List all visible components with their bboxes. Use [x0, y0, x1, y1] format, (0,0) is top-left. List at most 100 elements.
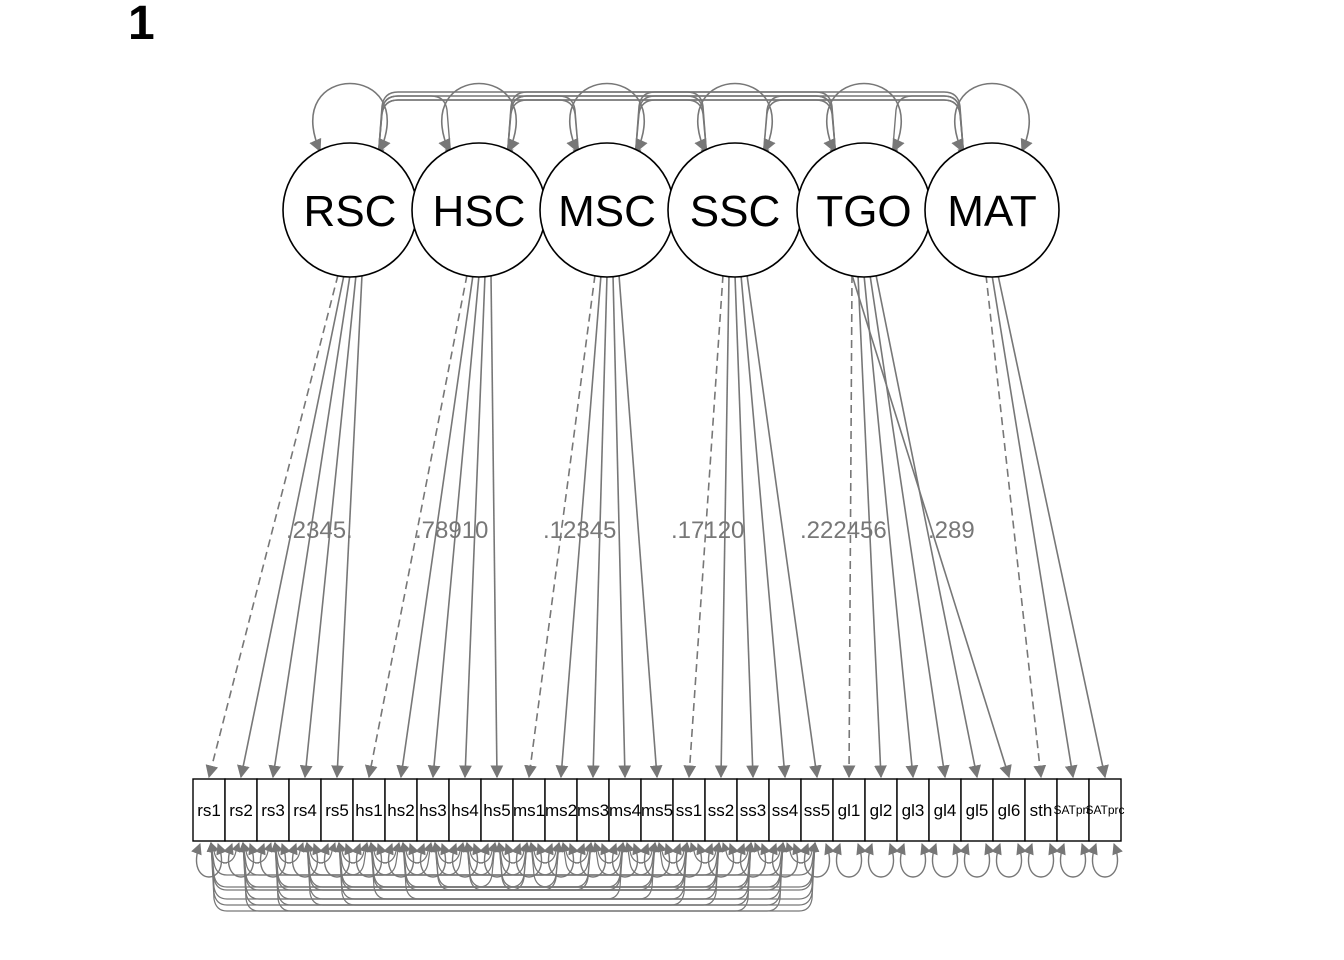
residual-covariance-path — [655, 842, 819, 876]
residual-covariance-path — [206, 842, 532, 891]
latent-variance-loop — [694, 82, 776, 153]
observed-label: rs4 — [293, 801, 317, 820]
residual-variance-loop — [959, 842, 995, 878]
latent-covariance-path — [758, 95, 841, 161]
residual-covariance-path — [206, 842, 756, 912]
observed-label: SATprc — [1053, 803, 1092, 817]
latent-node-ssc: SSC — [667, 142, 803, 278]
factor-loading-path — [875, 274, 982, 779]
latent-covariance-path — [887, 95, 969, 161]
latent-variance-loop — [309, 82, 391, 153]
residual-variance-loop — [255, 842, 291, 878]
residual-variance-loop — [511, 842, 547, 878]
factor-loading-path — [863, 274, 919, 779]
residual-covariance-path — [238, 842, 564, 891]
residual-covariance-path — [271, 842, 435, 876]
residual-covariance-path — [270, 842, 596, 891]
latent-covariance-path — [373, 91, 712, 161]
observed-node-ss4: ss4 — [768, 778, 802, 842]
latent-covariance-path — [758, 99, 969, 161]
residual-variance-loop — [479, 842, 515, 878]
observed-node-gl6: gl6 — [992, 778, 1026, 842]
factor-loading-path — [997, 274, 1109, 779]
residual-covariance-path — [753, 842, 785, 864]
latent-label: MAT — [947, 187, 1037, 236]
residual-variance-loop — [1055, 842, 1091, 878]
observed-node-hs1: hs1 — [352, 778, 386, 842]
factor-loading-path — [396, 274, 474, 779]
factor-loading-path — [299, 274, 357, 779]
covariance-layer — [191, 82, 1123, 912]
residual-covariance-path — [238, 842, 788, 912]
factor-loading-path — [985, 274, 1047, 779]
residual-covariance-path — [337, 842, 369, 864]
latent-covariance-path — [502, 91, 841, 161]
latent-covariance-path — [373, 95, 456, 161]
residual-variance-loop — [1087, 842, 1123, 878]
observed-node-rs1: rs1 — [192, 778, 226, 842]
loading-label: .17120 — [671, 517, 744, 544]
observed-node-satprc2: SATprc — [1085, 778, 1125, 842]
residual-covariance-path — [494, 842, 820, 891]
factor-loading-path — [555, 274, 602, 779]
observed-node-gl2: gl2 — [864, 778, 898, 842]
observed-node-rs4: rs4 — [288, 778, 322, 842]
residual-covariance-path — [721, 842, 753, 864]
observed-node-satprc: SATprc — [1053, 778, 1093, 842]
factor-loading-path — [618, 274, 663, 779]
residual-covariance-path — [369, 842, 401, 864]
observed-node-gl5: gl5 — [960, 778, 994, 842]
factor-loading-path — [683, 274, 724, 779]
residual-variance-loop — [223, 842, 259, 878]
observed-node-hs4: hs4 — [448, 778, 482, 842]
observed-label: ms5 — [641, 801, 673, 820]
residual-covariance-path — [398, 842, 724, 891]
observed-node-hs3: hs3 — [416, 778, 450, 842]
observed-label: rs3 — [261, 801, 285, 820]
factor-loading-path — [237, 274, 345, 779]
latent-covariance-path — [502, 99, 712, 161]
observed-node-rs3: rs3 — [256, 778, 290, 842]
residual-variance-loop — [735, 842, 771, 878]
residual-covariance-path — [529, 842, 561, 864]
observed-label: hs5 — [483, 801, 510, 820]
latent-label: MSC — [558, 187, 656, 236]
observed-label: ms3 — [577, 801, 609, 820]
factor-loading-path — [524, 274, 596, 779]
loading-label-layer: .2345..78910.12345.17120.222456.289 — [286, 517, 975, 544]
loading-label: .289 — [928, 517, 975, 544]
residual-variance-loop — [831, 842, 867, 878]
observed-label: ss3 — [740, 801, 766, 820]
panel-label: 1 — [128, 0, 155, 50]
residual-covariance-path — [689, 842, 721, 864]
residual-covariance-path — [433, 842, 465, 864]
observed-node-rs5: rs5 — [320, 778, 354, 842]
observed-node-ms1: ms1 — [512, 778, 546, 842]
loading-label: .222456 — [800, 517, 887, 544]
residual-variance-loop — [991, 842, 1027, 878]
residual-covariance-path — [239, 842, 403, 876]
factor-loading-path — [714, 274, 730, 779]
residual-variance-loop — [703, 842, 739, 878]
observed-node-ms5: ms5 — [640, 778, 674, 842]
latent-covariance-path — [630, 91, 969, 161]
observed-node-ms3: ms3 — [576, 778, 610, 842]
latent-node-hsc: HSC — [411, 142, 547, 278]
factor-loading-path — [746, 274, 822, 779]
residual-covariance-path — [430, 842, 756, 891]
factor-loading-path — [842, 274, 856, 779]
factor-loading-path — [205, 274, 339, 779]
residual-covariance-path — [366, 842, 692, 891]
latent-covariance-path — [630, 95, 712, 161]
observed-node-ms4: ms4 — [608, 778, 642, 842]
factor-loading-path — [612, 274, 632, 779]
residual-covariance-path — [527, 842, 819, 888]
observed-node-sth: sth — [1024, 778, 1058, 842]
latent-variance-loop — [566, 82, 648, 153]
observed-label: sth — [1030, 801, 1053, 820]
observed-label: ms4 — [609, 801, 641, 820]
observed-node-rs2: rs2 — [224, 778, 258, 842]
observed-node-ss2: ss2 — [704, 778, 738, 842]
observed-label: ms1 — [513, 801, 545, 820]
